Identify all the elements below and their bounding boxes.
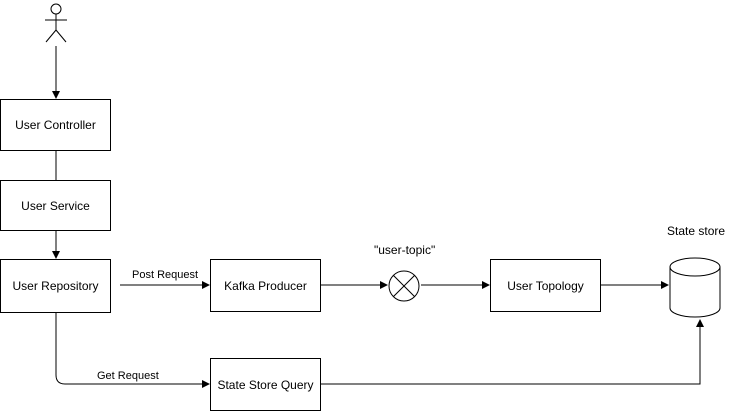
user-topology-node[interactable]: User Topology xyxy=(490,259,601,312)
user-topology-label: User Topology xyxy=(507,278,584,293)
post-request-label: Post Request xyxy=(132,269,199,281)
state-store-label: State store xyxy=(667,224,726,238)
kafka-producer-node[interactable]: Kafka Producer xyxy=(210,259,321,312)
user-repository-node[interactable]: User Repository xyxy=(0,259,111,313)
database-icon xyxy=(669,257,721,318)
user-service-label: User Service xyxy=(21,198,90,213)
state-store-query-node[interactable]: State Store Query xyxy=(210,358,321,411)
topic-label: "user-topic" xyxy=(374,243,436,257)
user-repository-label: User Repository xyxy=(12,279,99,293)
topic-icon xyxy=(388,270,420,302)
user-controller-node[interactable]: User Controller xyxy=(0,99,111,151)
actor-icon xyxy=(45,3,67,43)
edge-repository-query xyxy=(55,313,210,388)
edge-query-store xyxy=(320,319,704,385)
user-controller-label: User Controller xyxy=(15,118,96,132)
kafka-producer-label: Kafka Producer xyxy=(224,278,307,293)
get-request-label: Get Request xyxy=(97,370,159,382)
user-service-node[interactable]: User Service xyxy=(0,180,111,231)
state-store-query-label: State Store Query xyxy=(217,377,314,392)
